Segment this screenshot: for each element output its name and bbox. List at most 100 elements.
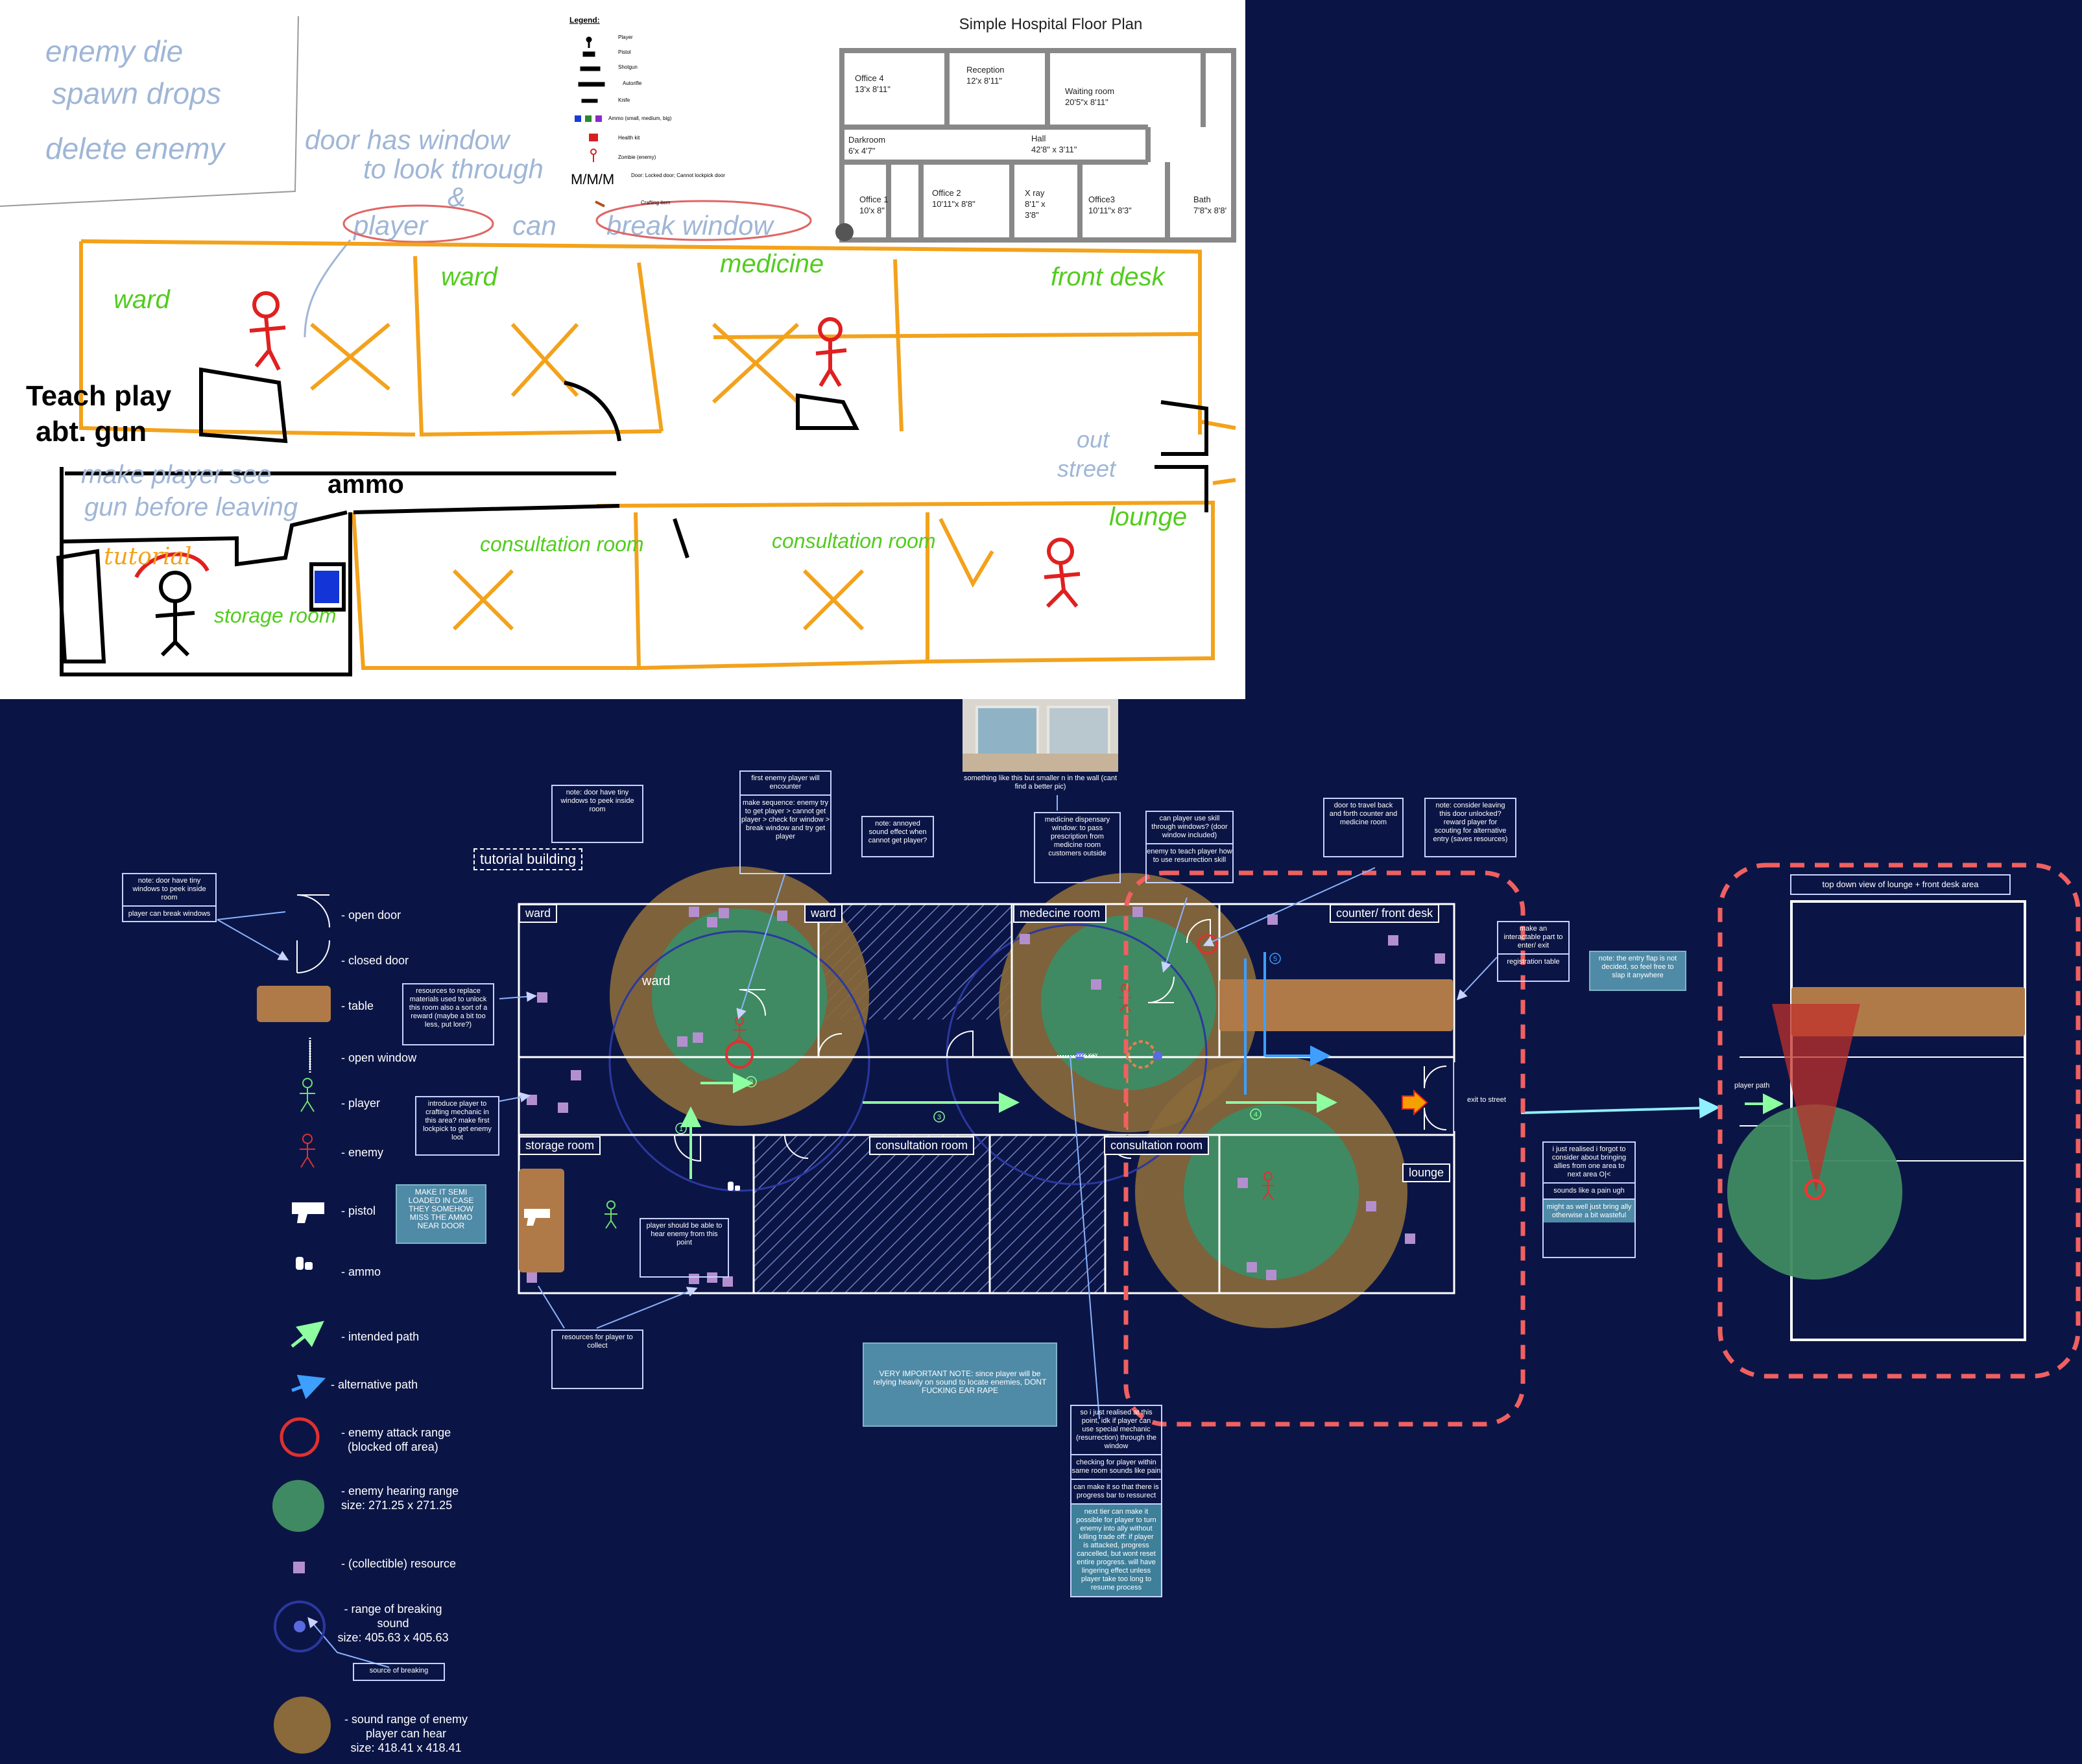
path-step-marker	[1269, 953, 1281, 964]
room-label-ward: ward	[519, 904, 558, 923]
photo-window	[975, 706, 1039, 756]
tutorial-building-label: tutorial building	[473, 848, 582, 870]
floor-room-name: Hall	[1031, 134, 1046, 143]
area-link-arrow	[1520, 1097, 1720, 1119]
legend-breaking: - range of breaking sound size: 405.63 x…	[335, 1602, 451, 1645]
room-label-ward: ward	[804, 904, 843, 923]
allies-note: i just realised i forgot to consider abo…	[1542, 1141, 1636, 1258]
storage-table	[519, 1169, 564, 1272]
floor-room-name: X ray	[1025, 188, 1045, 198]
player-legend-icon	[300, 1078, 315, 1112]
open-door-icon	[296, 894, 330, 928]
floor-room-size: 10'11"x 8'8"	[932, 199, 975, 209]
floor-room-name: Office 2	[932, 188, 961, 198]
floor-room-name: Bath	[1193, 195, 1211, 204]
legend-door-note: note: door have tiny windows to peek ins…	[122, 873, 217, 922]
intended-path-legend-icon	[291, 1320, 324, 1348]
mini-legend-title: Legend:	[569, 16, 600, 25]
sketch-teach: Teach play abt. gun	[26, 380, 172, 447]
annoyed-note: note: annoyed sound effect when cannot g…	[861, 816, 934, 857]
enemy-hearing-range	[1184, 1104, 1359, 1280]
source-breaking-note: source of breaking	[353, 1663, 445, 1681]
resources-replace-note: resources to replace materials used to u…	[402, 983, 494, 1045]
sketch-out-street: out street	[1057, 426, 1117, 482]
player-icon	[604, 1200, 617, 1229]
sketch-room-label: storage room	[214, 604, 337, 627]
note-line: so i just realised at this point, idk if…	[1075, 1409, 1157, 1450]
resource-icon	[677, 1036, 688, 1047]
player-icon	[586, 36, 592, 43]
sketch-make-line: gun before leaving	[84, 493, 298, 521]
highlight-ellipse	[342, 204, 494, 243]
topdown-hearing-range	[1727, 1104, 1902, 1280]
legend-line: - range of breaking	[344, 1603, 442, 1615]
note-line: make an interactable part to enter/ exit	[1503, 925, 1563, 949]
room-label-storage: storage room	[519, 1136, 601, 1155]
mini-legend-item: Ammo (small, medium, big)	[608, 115, 672, 121]
photo-caption: something like this but smaller n in the…	[964, 774, 1117, 791]
note-pointer-lines	[217, 795, 1498, 1668]
pistol-icon	[524, 1209, 550, 1226]
photo-window	[1047, 706, 1110, 756]
hear-enemy-note: player should be able to hear enemy from…	[640, 1218, 729, 1278]
ammo-icon	[728, 1182, 740, 1191]
legend-open-window: - open window	[341, 1051, 417, 1064]
legend-attack-range: - enemy attack range (blocked off area)	[341, 1425, 451, 1454]
zombie-icon	[590, 149, 597, 162]
enemy-attack-range	[725, 1040, 754, 1069]
sketch-note-line: enemy die	[45, 34, 183, 68]
legend-line: size: 271.25 x 271.25	[341, 1499, 453, 1512]
sketch-room-label: ward	[441, 263, 498, 291]
resource-icon	[1405, 1234, 1415, 1244]
resource-icon	[527, 1095, 537, 1105]
resource-icon	[558, 1102, 568, 1113]
mini-legend-item: Health kit	[618, 135, 640, 141]
room-label-counter: counter/ front desk	[1330, 904, 1440, 923]
closed-door-icon	[296, 940, 330, 973]
hearing-range-legend-icon	[272, 1480, 324, 1532]
sound-range-legend-icon	[274, 1697, 331, 1754]
sketch-note-line: delete enemy	[45, 132, 226, 165]
floor-plan: Simple Hospital Floor Plan Office 4 13'x…	[835, 16, 1236, 243]
path-step-markers	[675, 1076, 1262, 1134]
door-travel-note: door to travel back and forth counter an…	[1323, 798, 1404, 857]
floor-plan-rooms: Office 4 13'x 8'11" Reception 12'x 8'11"…	[848, 65, 1226, 220]
window-mark: xxx xxx	[1077, 1052, 1098, 1059]
note-line: note: door have tiny windows to peek ins…	[132, 877, 206, 901]
sketch-note-line: can	[512, 210, 556, 241]
pistol-legend-icon	[292, 1202, 324, 1223]
floor-room-size: 3'8"	[1025, 210, 1039, 220]
floor-room-size: 7'8"x 8'8'	[1193, 206, 1226, 215]
important-note: VERY IMPORTANT NOTE: since player will b…	[863, 1342, 1057, 1427]
legend-table: - table	[341, 999, 374, 1012]
semi-loaded-note: MAKE IT SEMI LOADED IN CASE THEY SOMEHOW…	[396, 1184, 486, 1244]
note-line: first enemy player will encounter	[751, 774, 820, 791]
shotgun-icon	[580, 66, 601, 71]
sketch-room-labels: ward ward medicine front desk consultati…	[114, 250, 1187, 627]
rotate-icon[interactable]	[835, 223, 854, 241]
floor-room-size: 20'5"x 8'11"	[1065, 97, 1108, 107]
sketch-room-label: consultation room	[480, 532, 644, 556]
note-line: make sequence: enemy try to get player >…	[741, 794, 830, 841]
legend-line: - sound range of enemy	[344, 1713, 468, 1726]
legend-ammo: - ammo	[341, 1265, 381, 1278]
enemy-icon	[1262, 1172, 1274, 1200]
sketch-room-label: lounge	[1109, 503, 1187, 531]
floor-room-name: Office 4	[855, 73, 884, 83]
sketch-ammo: ammo	[328, 470, 404, 499]
legend-hearing-range: - enemy hearing range size: 271.25 x 271…	[341, 1484, 459, 1512]
ammo-small-icon	[575, 115, 581, 122]
sketch-teach-line: abt. gun	[36, 416, 147, 447]
note-line: checking for player within same room sou…	[1071, 1454, 1161, 1475]
mini-legend-item: Crafting item	[641, 200, 671, 206]
door-icons: M/M/M	[571, 171, 614, 187]
blocked-area	[754, 1135, 990, 1293]
breaking-source	[1153, 1051, 1162, 1060]
first-enemy-note: first enemy player will encounter make s…	[739, 770, 832, 874]
sketch-room-label: medicine	[720, 250, 824, 278]
ammo-legend-icon	[296, 1257, 313, 1270]
mini-legend-item: Zombie (enemy)	[618, 154, 656, 160]
sketch-room-label: ward	[114, 285, 171, 314]
resource-icon	[1435, 953, 1445, 964]
sketch-make-player: make player see gun before leaving	[81, 460, 298, 521]
